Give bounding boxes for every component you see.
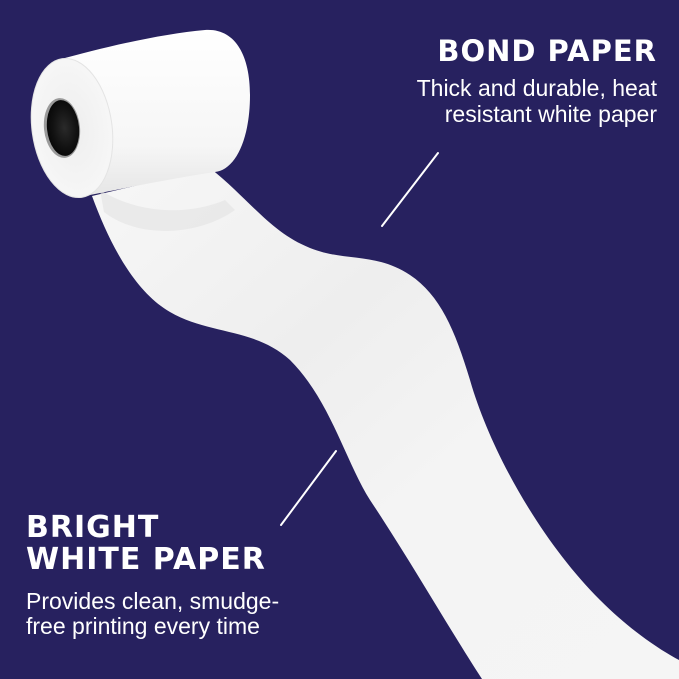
ribbon-shadow (100, 190, 235, 231)
bright-white-title-line2: WHITE PAPER (26, 542, 266, 578)
roll-core (46, 100, 80, 156)
bright-white-desc-line2: free printing every time (26, 613, 260, 640)
bright-white-description: Provides clean, smudge- free printing ev… (26, 587, 280, 640)
bond-paper-title: BOND PAPER (437, 34, 657, 68)
bond-paper-description: Thick and durable, heat resistant white … (417, 76, 657, 127)
pointer-line-top (381, 152, 439, 227)
paper-ribbon (92, 168, 679, 679)
bond-paper-desc-line1: Thick and durable, heat (416, 75, 657, 102)
bond-paper-desc-line2: resistant white paper (444, 100, 657, 127)
bright-white-desc-line1: Provides clean, smudge- (26, 587, 280, 614)
pointer-line-bottom (280, 450, 337, 526)
bright-white-title: BRIGHT WHITE PAPER (26, 510, 279, 578)
bond-paper-callout: BOND PAPER Thick and durable, heat resis… (417, 36, 657, 127)
bright-white-title-line1: BRIGHT (26, 510, 160, 545)
bright-white-callout: BRIGHT WHITE PAPER Provides clean, smudg… (26, 510, 280, 640)
